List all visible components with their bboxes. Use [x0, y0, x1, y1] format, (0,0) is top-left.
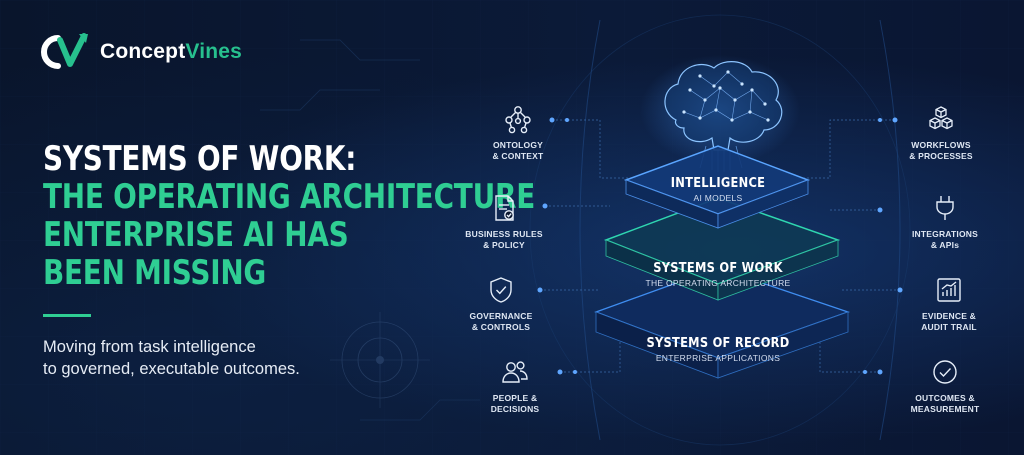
brand-name: ConceptVines — [100, 40, 243, 63]
cubes-icon — [929, 106, 953, 130]
item-label-line-1: WORKFLOWS — [911, 140, 971, 150]
layer-label-intelligence: INTELLIGENCE AI MODELS — [648, 176, 788, 203]
layer-label-systems-of-work: SYSTEMS OF WORK THE OPERATING ARCHITECTU… — [633, 261, 803, 288]
left-item-governance: GOVERNANCE& CONTROLS — [446, 275, 556, 334]
headline-divider — [43, 314, 91, 317]
item-label-line-1: BUSINESS RULES — [465, 229, 543, 239]
left-item-ontology: ONTOLOGY& CONTEXT — [463, 104, 573, 163]
headline-line-2: THE OPERATING ARCHITECTURE — [43, 177, 535, 218]
headline-line-1: SYSTEMS OF WORK: — [43, 139, 357, 179]
item-label-line-1: ONTOLOGY — [492, 140, 544, 150]
headline-line-4: BEEN MISSING — [43, 253, 267, 294]
item-label-line-1: PEOPLE & — [492, 393, 538, 403]
document-check-icon — [495, 195, 514, 221]
right-item-evidence: EVIDENCE &AUDIT TRAIL — [894, 275, 1004, 334]
layer-intelligence — [623, 145, 811, 229]
layer-title: SYSTEMS OF WORK — [653, 261, 783, 276]
subtitle-line-1: Moving from task intelligence — [43, 338, 256, 356]
left-item-people: PEOPLE &DECISIONS — [460, 357, 570, 416]
brain-graphic — [640, 55, 800, 172]
item-label-line-1: INTEGRATIONS — [912, 229, 978, 239]
item-label-line-1: EVIDENCE & — [922, 311, 976, 321]
item-label-line-2: & POLICY — [483, 240, 525, 251]
layer-subtitle: AI MODELS — [693, 193, 743, 203]
item-label-line-1: OUTCOMES & — [915, 393, 975, 403]
item-label-line-2: MEASUREMENT — [910, 404, 980, 415]
layer-systems-of-record — [594, 267, 850, 379]
layer-systems-of-work — [603, 197, 841, 301]
people-icon — [502, 361, 528, 383]
shield-check-icon — [490, 277, 512, 303]
right-item-integrations: INTEGRATIONS& APIs — [890, 193, 1000, 252]
item-label-line-2: & APIs — [930, 240, 960, 251]
target-decoration — [330, 312, 430, 408]
right-item-outcomes: OUTCOMES &MEASUREMENT — [890, 357, 1000, 416]
subtitle: Moving from task intelligence to governe… — [43, 337, 300, 381]
conceptvines-logo-icon — [41, 33, 88, 69]
item-label-line-2: & CONTEXT — [492, 151, 544, 162]
item-label-line-2: DECISIONS — [490, 404, 540, 415]
layer-label-systems-of-record: SYSTEMS OF RECORD ENTERPRISE APPLICATION… — [633, 336, 803, 363]
plug-icon — [936, 196, 954, 220]
brand-logo[interactable]: ConceptVines — [36, 32, 242, 72]
layer-subtitle: ENTERPRISE APPLICATIONS — [655, 353, 781, 363]
subtitle-line-2: to governed, executable outcomes. — [43, 359, 300, 378]
item-label-line-1: GOVERNANCE — [469, 311, 533, 321]
check-circle-icon — [933, 360, 957, 384]
layer-subtitle: THE OPERATING ARCHITECTURE — [645, 278, 791, 288]
layer-title: SYSTEMS OF RECORD — [646, 336, 790, 351]
layer-title: INTELLIGENCE — [670, 176, 766, 191]
item-label-line-2: AUDIT TRAIL — [921, 322, 977, 333]
item-label-line-2: & CONTROLS — [471, 322, 531, 333]
headline-line-3: ENTERPRISE AI HAS — [43, 215, 349, 256]
network-icon — [505, 106, 531, 134]
right-item-workflows: WORKFLOWS& PROCESSES — [886, 104, 996, 163]
headline: SYSTEMS OF WORK: THE OPERATING ARCHITECT… — [43, 140, 643, 292]
left-item-business-rules: BUSINESS RULES& POLICY — [449, 193, 559, 252]
chart-icon — [937, 278, 961, 302]
item-label-line-2: & PROCESSES — [909, 151, 973, 162]
